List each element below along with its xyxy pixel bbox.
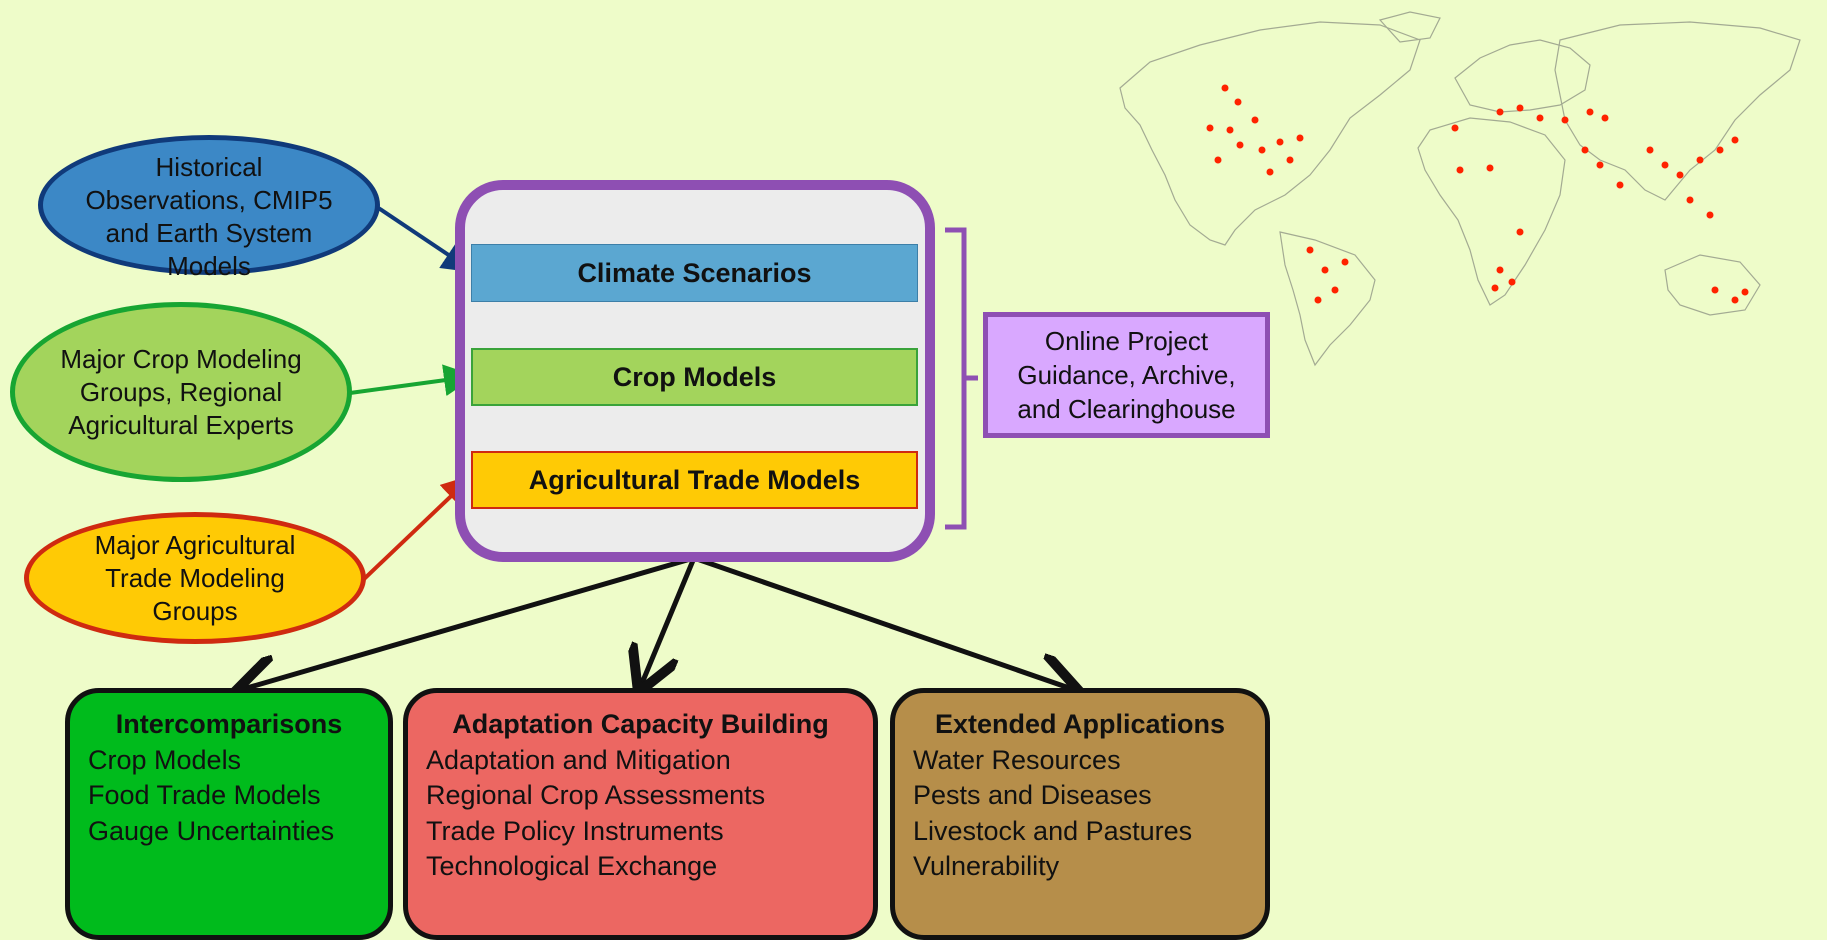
online-project-box: Online Project Guidance, Archive, and Cl…	[983, 312, 1270, 438]
climate-scenarios-box: Climate Scenarios	[471, 244, 918, 302]
applications-list: Water Resources Pests and Diseases Lives…	[913, 743, 1265, 885]
adaptation-title: Adaptation Capacity Building	[452, 709, 829, 739]
list-item: Livestock and Pastures	[913, 815, 1193, 846]
intercomparisons-list: Crop Models Food Trade Models Gauge Unce…	[88, 743, 388, 850]
trade-groups-connector	[361, 474, 474, 582]
observations-source: Historical Observations, CMIP5 and Earth…	[38, 135, 380, 281]
trade-models-box: Agricultural Trade Models	[471, 451, 918, 509]
trade-groups-source: Major Agricultural Trade Modeling Groups	[24, 512, 366, 644]
crop-groups-label: Major Crop Modeling Groups, Regional Agr…	[60, 343, 302, 440]
intercomparisons-box: Intercomparisons Crop Models Food Trade …	[65, 688, 393, 940]
list-item: Regional Crop Assessments	[426, 780, 766, 810]
climate-scenarios-label: Climate Scenarios	[577, 257, 812, 288]
crop-groups-connector	[349, 364, 476, 397]
intercomparisons-title: Intercomparisons	[115, 709, 343, 739]
observations-connector	[372, 203, 475, 273]
list-item: Water Resources	[913, 744, 1121, 775]
list-item: Vulnerability	[913, 851, 1060, 881]
crop-groups-source: Major Crop Modeling Groups, Regional Agr…	[10, 302, 352, 482]
online-project-label: Online Project Guidance, Archive, and Cl…	[1017, 326, 1236, 424]
online-bracket	[945, 227, 978, 530]
list-item: Gauge Uncertainties	[88, 815, 335, 846]
list-item: Pests and Diseases	[913, 780, 1152, 810]
crop-models-box: Crop Models	[471, 348, 918, 406]
list-item: Crop Models	[88, 744, 242, 775]
list-item: Technological Exchange	[426, 851, 718, 881]
applications-title: Extended Applications	[934, 709, 1226, 739]
trade-models-label: Agricultural Trade Models	[528, 464, 861, 495]
applications-box: Extended Applications Water Resources Pe…	[890, 688, 1270, 940]
to-intercomparisons-arrow	[240, 555, 695, 690]
list-item: Trade Policy Instruments	[426, 815, 724, 846]
adaptation-box: Adaptation Capacity Building Adaptation …	[403, 688, 878, 940]
adaptation-list: Adaptation and Mitigation Regional Crop …	[426, 743, 873, 885]
to-adaptation-arrow	[640, 557, 697, 688]
crop-models-label: Crop Models	[612, 361, 777, 392]
list-item: Adaptation and Mitigation	[426, 744, 731, 775]
to-applications-arrow	[693, 555, 1075, 690]
observations-label: Historical Observations, CMIP5 and Earth…	[85, 152, 333, 281]
trade-groups-label: Major Agricultural Trade Modeling Groups	[94, 529, 296, 626]
list-item: Food Trade Models	[88, 780, 321, 810]
